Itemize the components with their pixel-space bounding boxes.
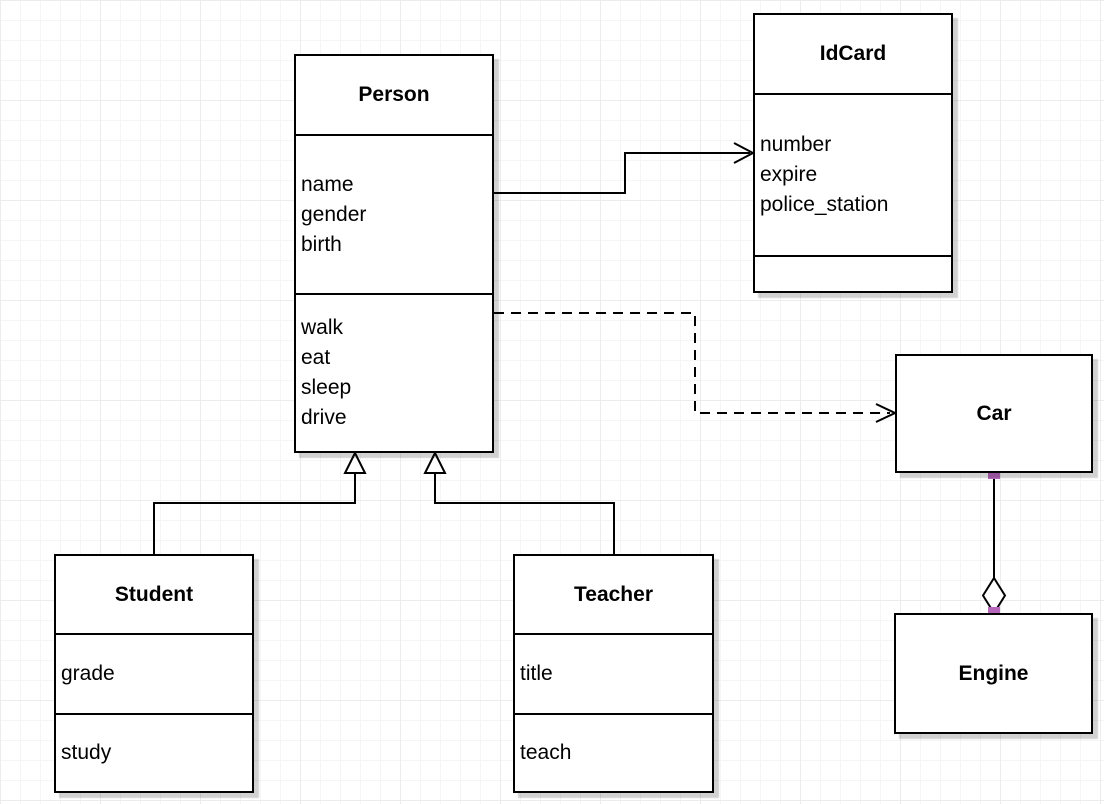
attribute-row: gender [301, 202, 367, 226]
class-student[interactable]: Student grade study [54, 554, 254, 793]
hollow-triangle-arrowhead-icon [343, 450, 367, 474]
class-car-title: Car [976, 401, 1012, 425]
class-teacher-methods: teach [515, 715, 712, 791]
method-row: teach [520, 741, 572, 764]
attribute-row: expire [760, 163, 818, 186]
class-teacher-attributes: title [515, 635, 712, 715]
attribute-row: police_station [760, 193, 889, 216]
attribute-row: title [520, 662, 553, 685]
class-student-methods: study [56, 715, 252, 791]
method-row: sleep [301, 376, 352, 399]
class-person-attributes: name gender birth [296, 136, 492, 295]
method-row: walk [301, 316, 344, 339]
class-idcard-title: IdCard [755, 15, 951, 95]
class-idcard-attributes: number expire police_station [755, 95, 951, 257]
method-row: study [61, 741, 112, 764]
class-engine[interactable]: Engine [894, 613, 1093, 734]
dependency-dashed-line [494, 312, 890, 414]
edge-teacher-person-generalization[interactable] [423, 450, 615, 554]
class-teacher-title: Teacher [515, 556, 712, 635]
class-idcard[interactable]: IdCard number expire police_station [753, 13, 953, 293]
generalization-line [434, 473, 615, 554]
class-person-title: Person [296, 56, 492, 136]
class-engine-title: Engine [958, 661, 1029, 685]
class-car[interactable]: Car [895, 354, 1093, 473]
class-teacher[interactable]: Teacher title teach [513, 554, 714, 793]
edge-car-engine-aggregation[interactable] [981, 467, 1007, 619]
attribute-row: grade [61, 662, 115, 685]
attribute-row: name [301, 172, 354, 196]
hollow-triangle-arrowhead-icon [423, 450, 447, 474]
edge-person-car-dependency[interactable] [494, 312, 898, 423]
method-row: eat [301, 346, 331, 369]
association-line [494, 152, 750, 194]
attribute-row: birth [301, 232, 342, 256]
edge-person-idcard-association[interactable] [494, 142, 756, 194]
method-row: drive [301, 406, 347, 429]
generalization-line [153, 473, 356, 554]
class-idcard-methods [755, 257, 951, 291]
attribute-row: number [760, 133, 832, 156]
edge-student-person-generalization[interactable] [153, 450, 367, 554]
class-person[interactable]: Person name gender birth walk eat sleep … [294, 54, 494, 453]
class-student-attributes: grade [56, 635, 252, 715]
class-student-title: Student [56, 556, 252, 635]
class-person-methods: walk eat sleep drive [296, 295, 492, 451]
